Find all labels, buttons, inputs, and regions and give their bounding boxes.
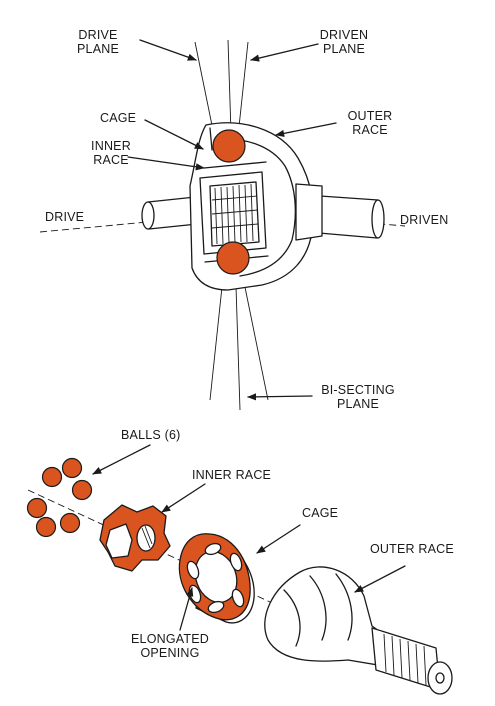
drive-label: DRIVE (45, 210, 85, 224)
cage-part (178, 533, 255, 624)
drive-plane-label: DRIVE PLANE (77, 28, 119, 56)
outer-race-bottom-label: OUTER RACE (370, 542, 454, 556)
top-ball (212, 129, 246, 163)
bisecting-plane-label: BI-SECTING PLANE (321, 383, 395, 411)
inner-race-part (99, 504, 171, 572)
cage-top-label: CAGE (100, 111, 137, 125)
driven-plane-label: DRIVEN PLANE (319, 28, 369, 56)
ball-2 (61, 457, 83, 479)
balls-label: BALLS (6) (121, 428, 181, 442)
driven-shaft (318, 195, 385, 239)
top-arrows (127, 39, 337, 401)
ball-4 (26, 497, 48, 519)
inner-race-section (199, 161, 269, 263)
bottom-arrows (92, 444, 406, 631)
balls-group (26, 457, 93, 538)
ball-3 (71, 479, 93, 501)
outer-race-top-label: OUTER RACE (347, 109, 393, 137)
inner-race-bottom-label: INNER RACE (192, 468, 272, 482)
bottom-ball (216, 241, 250, 275)
ball-1 (41, 466, 63, 488)
inner-race-top-label: INNER RACE (91, 139, 131, 167)
cage-bottom-label: CAGE (302, 506, 339, 520)
ball-6 (59, 512, 81, 534)
ball-5 (35, 516, 57, 538)
outer-race-part (264, 566, 453, 695)
elongated-opening-label: ELONGATED OPENING (131, 632, 209, 660)
driven-label: DRIVEN (400, 213, 449, 227)
